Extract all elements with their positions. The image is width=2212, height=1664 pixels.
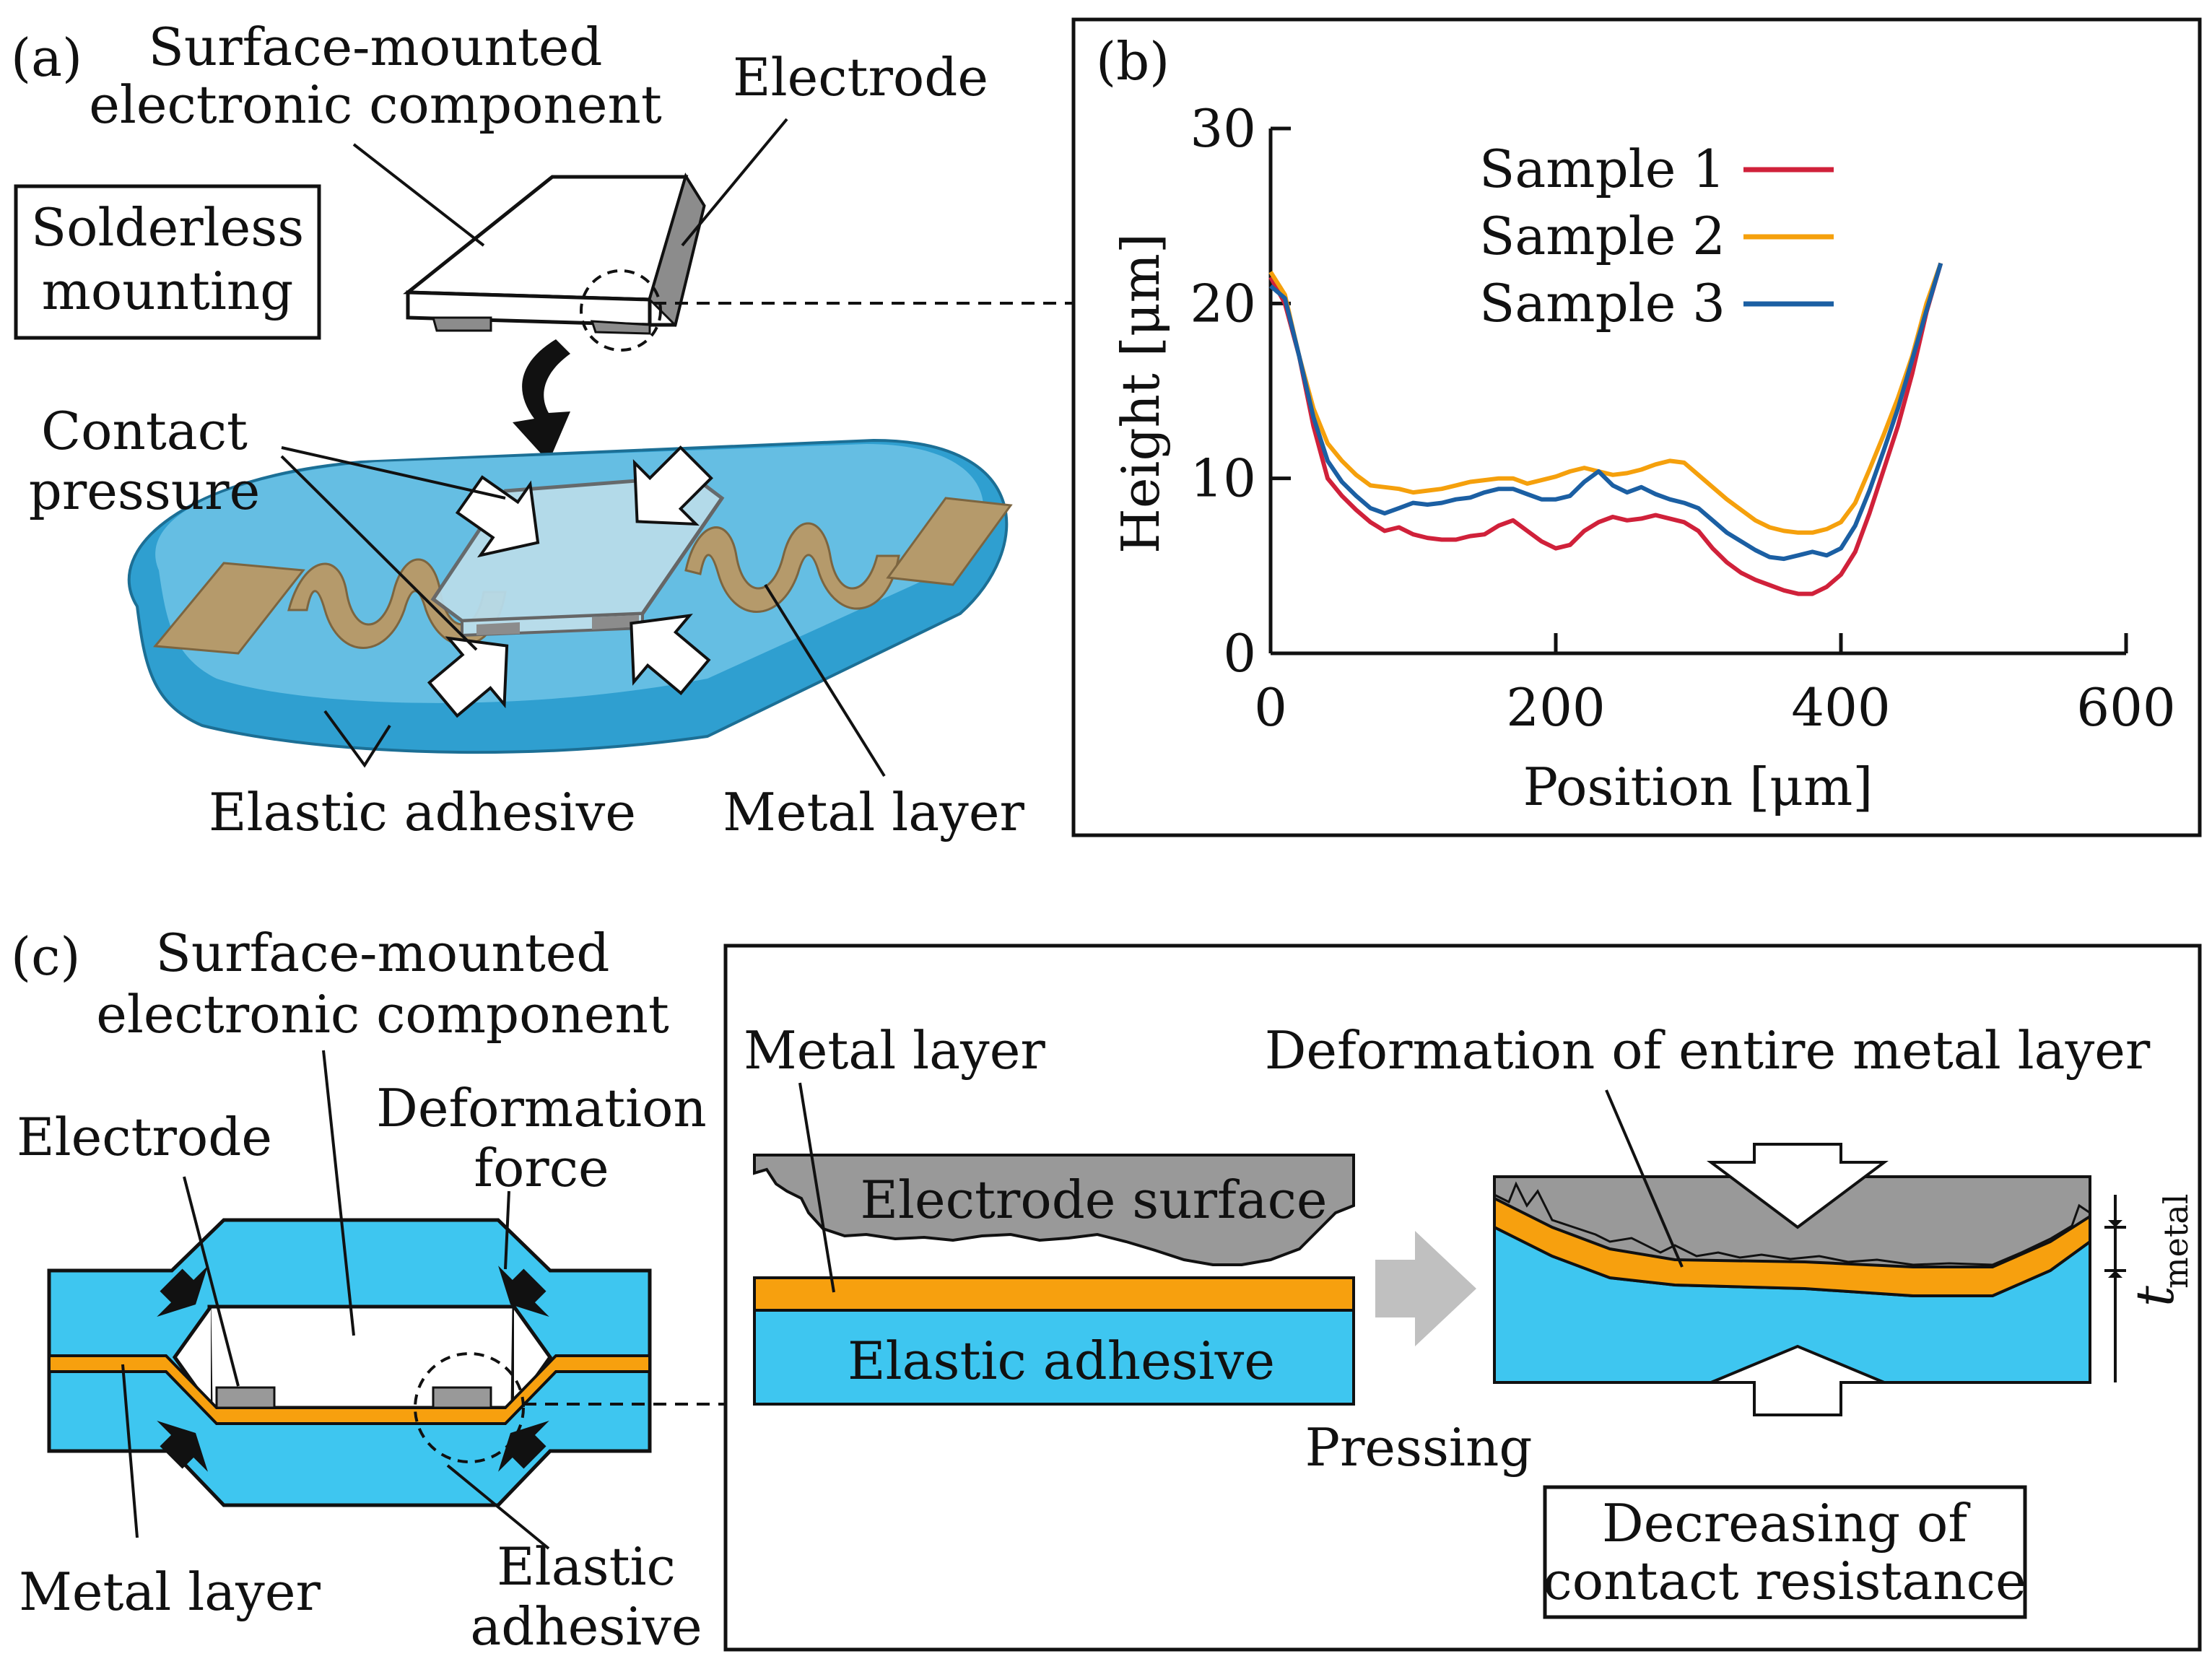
c-electrode-leader (183, 1176, 240, 1387)
pressing-label: Pressing (1305, 1417, 1533, 1478)
series-line-sample-1 (1268, 262, 1943, 596)
inset-elastic-adhesive-label: Elastic adhesive (848, 1330, 1275, 1391)
metal-layer-leader-a (764, 583, 886, 777)
component-3d (403, 172, 706, 335)
inset-metal-leader (798, 1082, 835, 1293)
decreasing-label-line2: contact resistance (1543, 1551, 2026, 1611)
panel-a-label: (a) (11, 27, 82, 88)
electrode-surface-label: Electrode surface (860, 1169, 1327, 1230)
inset-metal-layer-label: Metal layer (744, 1020, 1045, 1081)
press-down-arrow-icon (1707, 1143, 1889, 1229)
y-tick-label: 10 (1190, 448, 1256, 509)
solderless-box (14, 184, 321, 340)
electrode-label: Electrode (733, 47, 988, 108)
decreasing-box (1543, 1485, 2027, 1619)
zoom-circle-a (580, 269, 662, 352)
metal-layer-before (753, 1276, 1355, 1312)
c-elastic-adhesive-label-line2: adhesive (470, 1596, 702, 1657)
series-line-sample-3 (1269, 262, 1943, 562)
decreasing-label-line1: Decreasing of (1602, 1493, 1970, 1554)
electrode-surface-before (753, 1154, 1355, 1266)
deformation-force-label-line1: Deformation (376, 1078, 707, 1138)
c-electrode-label: Electrode (17, 1107, 272, 1167)
pressure-arrow-icon (427, 636, 509, 718)
component-label-line1: Surface-mounted (149, 17, 603, 77)
mounting-arrow-icon (513, 339, 570, 462)
c-metal-leader (121, 1364, 139, 1538)
contact-pressure-label-line1: Contact (41, 401, 248, 461)
c-elastic-adhesive-label-line1: Elastic (497, 1536, 676, 1597)
y-axis-title: Height [μm] (1110, 233, 1171, 554)
y-tick-label: 0 (1223, 623, 1256, 684)
pressure-arrow-icon (455, 475, 540, 558)
panel-c-label: (c) (11, 926, 81, 987)
solderless-label-line1: Solderless (31, 197, 304, 258)
c-component-label-line2: electronic component (96, 984, 669, 1045)
x-axis-title: Position [μm] (1523, 757, 1873, 817)
panel-a: (a) Surface-mounted electronic component… (11, 17, 1072, 842)
pressure-arrow-icon (630, 614, 711, 696)
c-deformation-leader (504, 1190, 510, 1270)
panel-c: (c) Surface-mounted electronic component… (11, 923, 2202, 1657)
elastic-adhesive-leader-a (323, 710, 391, 768)
c-component-label-line1: Surface-mounted (156, 923, 610, 983)
t-metal-symbol: t (2125, 1285, 2185, 1307)
rough-interface (1494, 1181, 2091, 1266)
x-tick-label: 400 (1791, 677, 1890, 738)
x-tick-label: 0 (1254, 677, 1287, 738)
y-tick-label: 20 (1190, 273, 1256, 334)
contact-pressure-label-line2: pressure (29, 461, 260, 521)
panel-b-label: (b) (1096, 31, 1170, 92)
pressure-arrow-icon (632, 445, 713, 526)
y-tick-label: 30 (1190, 98, 1256, 159)
adhesive-before (753, 1309, 1355, 1406)
t-metal-dimension (2104, 1195, 2126, 1382)
metal-layer-after (1493, 1195, 2091, 1297)
component-label-line2: electronic component (89, 74, 662, 135)
process-arrow-icon (1375, 1231, 1476, 1346)
deformation-leader (1605, 1089, 1684, 1268)
solderless-label-line2: mounting (42, 261, 294, 321)
c-component-leader (322, 1050, 355, 1336)
c-adhesive-leader (446, 1464, 550, 1550)
t-metal-subscript: metal (2156, 1194, 2195, 1289)
contact-pressure-leader-1 (281, 446, 506, 500)
c-metal-layer-label: Metal layer (19, 1561, 321, 1622)
x-tick-label: 600 (2076, 677, 2175, 738)
chart-axes: 0 200 400 600 0 10 20 30 (1190, 98, 2175, 738)
elastic-adhesive-label-a: Elastic adhesive (209, 782, 636, 842)
x-tick-label: 200 (1506, 677, 1605, 738)
deformation-force-label-line2: force (474, 1138, 609, 1198)
panel-b-frame (1071, 17, 2202, 837)
series-line-sample-2 (1268, 262, 1943, 535)
chart-lines (1268, 262, 1943, 596)
electrode-leader (681, 118, 788, 247)
legend-label-sample-1: Sample 1 (1479, 139, 1725, 199)
legend-label-sample-3: Sample 3 (1479, 273, 1725, 334)
component-leader (352, 143, 485, 247)
chart-legend: Sample 1 Sample 2 Sample 3 (1479, 139, 1834, 334)
legend-label-sample-2: Sample 2 (1479, 206, 1725, 266)
pressure-arrows (427, 445, 713, 718)
deformation-entire-label: Deformation of entire metal layer (1265, 1020, 2151, 1081)
cross-section (47, 1218, 652, 1507)
contact-pressure-leader-2 (280, 455, 478, 651)
press-up-arrow-icon (1710, 1344, 1885, 1416)
metal-layer-label-a: Metal layer (723, 782, 1024, 842)
